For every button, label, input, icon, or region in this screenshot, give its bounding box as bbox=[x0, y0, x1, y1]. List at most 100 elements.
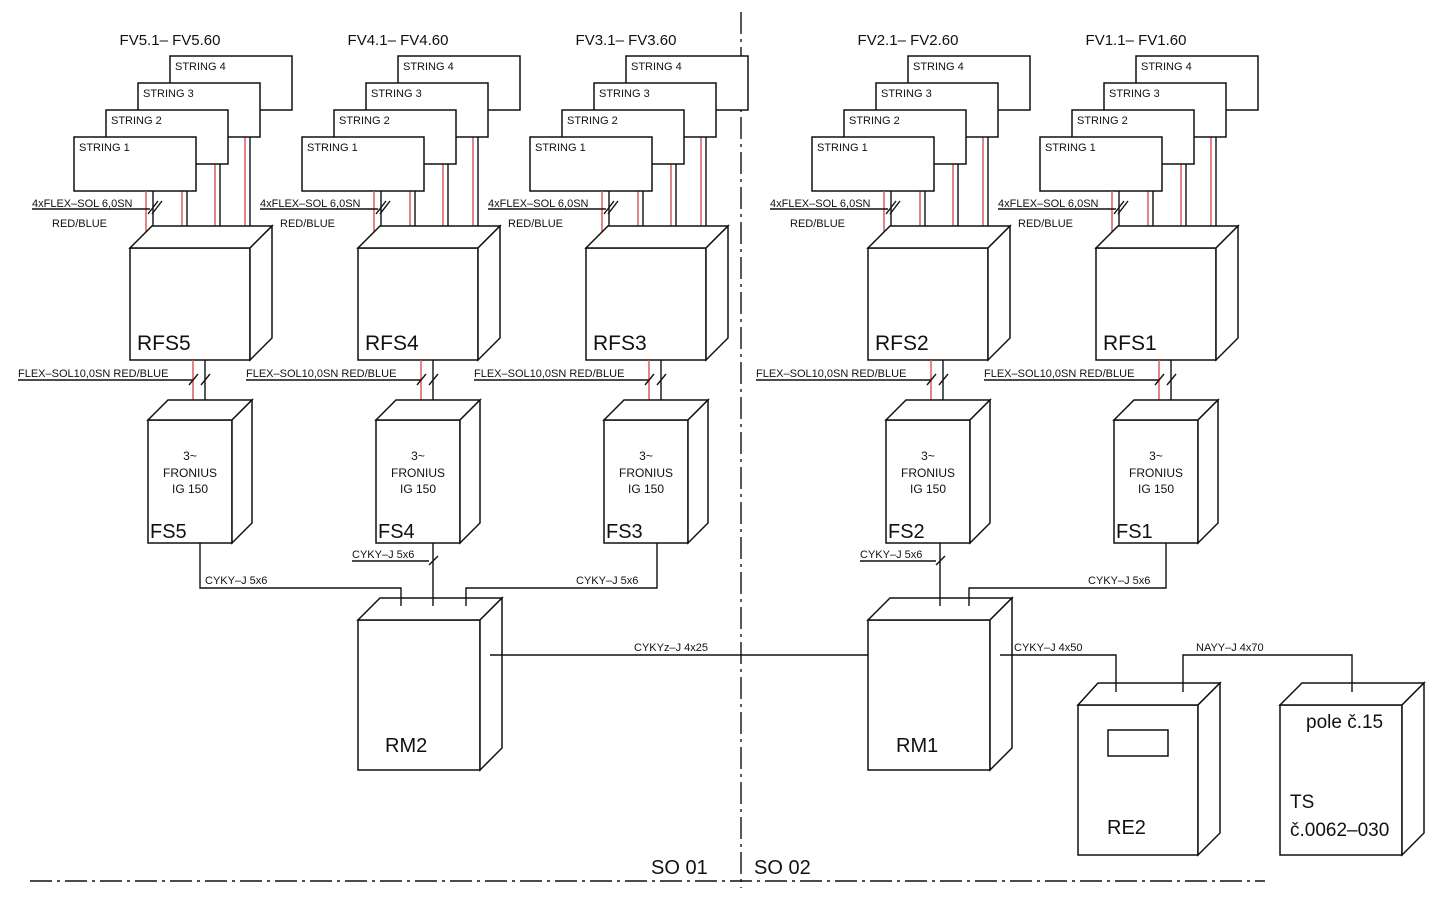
rfs-cable-label: FLEX–SOL10,0SN RED/BLUE bbox=[756, 368, 906, 380]
string-cable-color-label: RED/BLUE bbox=[790, 218, 845, 230]
string-label: STRING 2 bbox=[849, 115, 900, 127]
string-box: STRING 1 bbox=[811, 136, 935, 237]
inverter-front bbox=[885, 419, 971, 544]
inverter-model-label: IG 150 bbox=[400, 482, 436, 496]
string-box: STRING 1 bbox=[1039, 136, 1163, 237]
string-label: STRING 4 bbox=[631, 61, 682, 73]
rfs-box: RFS2 bbox=[866, 224, 1012, 362]
rfs-box: RFS3 bbox=[584, 224, 730, 362]
cable-tick bbox=[428, 373, 439, 386]
rfs-side bbox=[477, 224, 501, 362]
string-label: STRING 4 bbox=[175, 61, 226, 73]
cable-rm2-rm1-label: CYKYz–J 4x25 bbox=[634, 642, 708, 654]
string-label: STRING 3 bbox=[599, 88, 650, 100]
string-box: STRING 1 bbox=[301, 136, 425, 237]
fs-label: FS3 bbox=[606, 521, 643, 543]
cable-tick bbox=[926, 373, 937, 386]
inverter-phase-label: 3~ bbox=[183, 449, 197, 463]
rfs-cable-label: FLEX–SOL10,0SN RED/BLUE bbox=[474, 368, 624, 380]
ts-station: pole č.15 TS č.0062–030 bbox=[1278, 681, 1426, 857]
fv-range-label: FV5.1– FV5.60 bbox=[120, 32, 221, 49]
cable-fs2-rm1-label: CYKY–J 5x6 bbox=[860, 549, 922, 561]
cable-tick bbox=[656, 373, 667, 386]
rfs-side bbox=[249, 224, 273, 362]
cable-tick bbox=[416, 373, 427, 386]
inverter-phase-label: 3~ bbox=[1149, 449, 1163, 463]
rfs-label: RFS3 bbox=[593, 332, 647, 355]
string-cable-color-label: RED/BLUE bbox=[280, 218, 335, 230]
cable-fs4-rm2-label: CYKY–J 5x6 bbox=[352, 549, 414, 561]
rfs-label: RFS4 bbox=[365, 332, 419, 355]
cable-tick bbox=[147, 200, 159, 215]
rfs-top bbox=[1094, 225, 1240, 249]
rm1-cabinet: RM1 bbox=[866, 596, 1014, 772]
fs-label: FS5 bbox=[150, 521, 187, 543]
cable-fs5-rm2-label: CYKY–J 5x6 bbox=[205, 575, 267, 587]
inverter-model-label: IG 150 bbox=[910, 482, 946, 496]
cable-tick bbox=[644, 373, 655, 386]
rfs-front bbox=[129, 247, 251, 361]
rm1-label: RM1 bbox=[896, 735, 938, 757]
string-box: STRING 1 bbox=[73, 136, 197, 237]
cable-fs3-rm2-label: CYKY–J 5x6 bbox=[576, 575, 638, 587]
cable-tick bbox=[885, 200, 897, 215]
fs-label: FS2 bbox=[888, 521, 925, 543]
string-label: STRING 2 bbox=[567, 115, 618, 127]
cable-fs3-rm2: CYKY–J 5x6 bbox=[465, 543, 658, 606]
fv-range-label: FV2.1– FV2.60 bbox=[858, 32, 959, 49]
string-box-frame bbox=[529, 136, 653, 192]
string-cable-label: 4xFLEX–SOL 6,0SN bbox=[998, 198, 1099, 210]
cable-tick bbox=[379, 200, 391, 215]
cable-tick bbox=[375, 200, 387, 215]
fs-label: FS1 bbox=[1116, 521, 1153, 543]
rfs-box: RFS1 bbox=[1094, 224, 1240, 362]
cable-tick bbox=[1113, 200, 1125, 215]
string-box-frame bbox=[1039, 136, 1163, 192]
fs-label: FS4 bbox=[378, 521, 415, 543]
re2-label: RE2 bbox=[1107, 817, 1146, 839]
fv-range-label: FV3.1– FV3.60 bbox=[576, 32, 677, 49]
ts-label: TS bbox=[1290, 792, 1314, 813]
cable-fs1-rm1-label: CYKY–J 5x6 bbox=[1088, 575, 1150, 587]
string-label: STRING 3 bbox=[1109, 88, 1160, 100]
cable-rm1-re2: CYKY–J 4x50 bbox=[1000, 642, 1117, 692]
rfs-top bbox=[866, 225, 1012, 249]
rfs-label: RFS2 bbox=[875, 332, 929, 355]
cable-tick bbox=[603, 200, 615, 215]
cable-rm2-rm1: CYKYz–J 4x25 bbox=[490, 642, 868, 656]
inverter-model-label: IG 150 bbox=[172, 482, 208, 496]
meter-window bbox=[1107, 729, 1169, 757]
rfs-box: RFS5 bbox=[128, 224, 274, 362]
ts-number-label: č.0062–030 bbox=[1290, 820, 1389, 841]
string-label: STRING 4 bbox=[913, 61, 964, 73]
cable-re2-ts-label: NAYY–J 4x70 bbox=[1196, 642, 1264, 654]
cable-tick bbox=[200, 373, 211, 386]
cable-fs1-rm1: CYKY–J 5x6 bbox=[968, 543, 1167, 606]
rfs-top bbox=[128, 225, 274, 249]
cable-fs4-rm2: CYKY–J 5x6 bbox=[352, 543, 439, 606]
string-label: STRING 1 bbox=[307, 142, 358, 154]
string-cable-label: 4xFLEX–SOL 6,0SN bbox=[488, 198, 589, 210]
string-label: STRING 1 bbox=[535, 142, 586, 154]
string-cable-color-label: RED/BLUE bbox=[1018, 218, 1073, 230]
string-label: STRING 4 bbox=[1141, 61, 1192, 73]
rfs-cable-label: FLEX–SOL10,0SN RED/BLUE bbox=[18, 368, 168, 380]
cable-tick bbox=[889, 200, 901, 215]
string-label: STRING 2 bbox=[111, 115, 162, 127]
cable-tick bbox=[1117, 200, 1129, 215]
inverter-front bbox=[147, 419, 233, 544]
inverter-phase-label: 3~ bbox=[411, 449, 425, 463]
rm2-cabinet: RM2 bbox=[356, 596, 504, 772]
string-label: STRING 3 bbox=[371, 88, 422, 100]
cable-tick bbox=[151, 200, 163, 215]
string-box-frame bbox=[73, 136, 197, 192]
string-label: STRING 1 bbox=[817, 142, 868, 154]
string-box-frame bbox=[811, 136, 935, 192]
string-box: STRING 1 bbox=[529, 136, 653, 237]
inverter-brand-label: FRONIUS bbox=[901, 466, 955, 480]
